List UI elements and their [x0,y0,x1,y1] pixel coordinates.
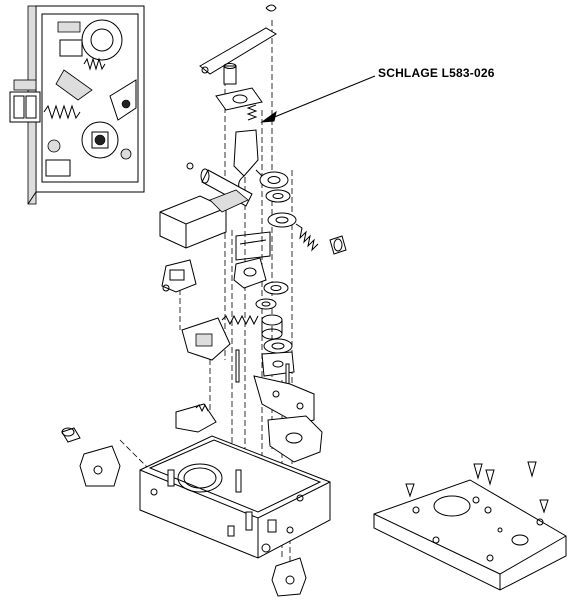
lower-faceplate [271,557,307,597]
callout-leader [260,75,376,123]
lock-case [139,435,331,559]
assembled-lock-inset [9,5,145,205]
model-callout-label: SCHLAGE L583-026 [378,66,495,80]
exploded-parts [61,4,347,487]
cover-plate [373,461,567,591]
